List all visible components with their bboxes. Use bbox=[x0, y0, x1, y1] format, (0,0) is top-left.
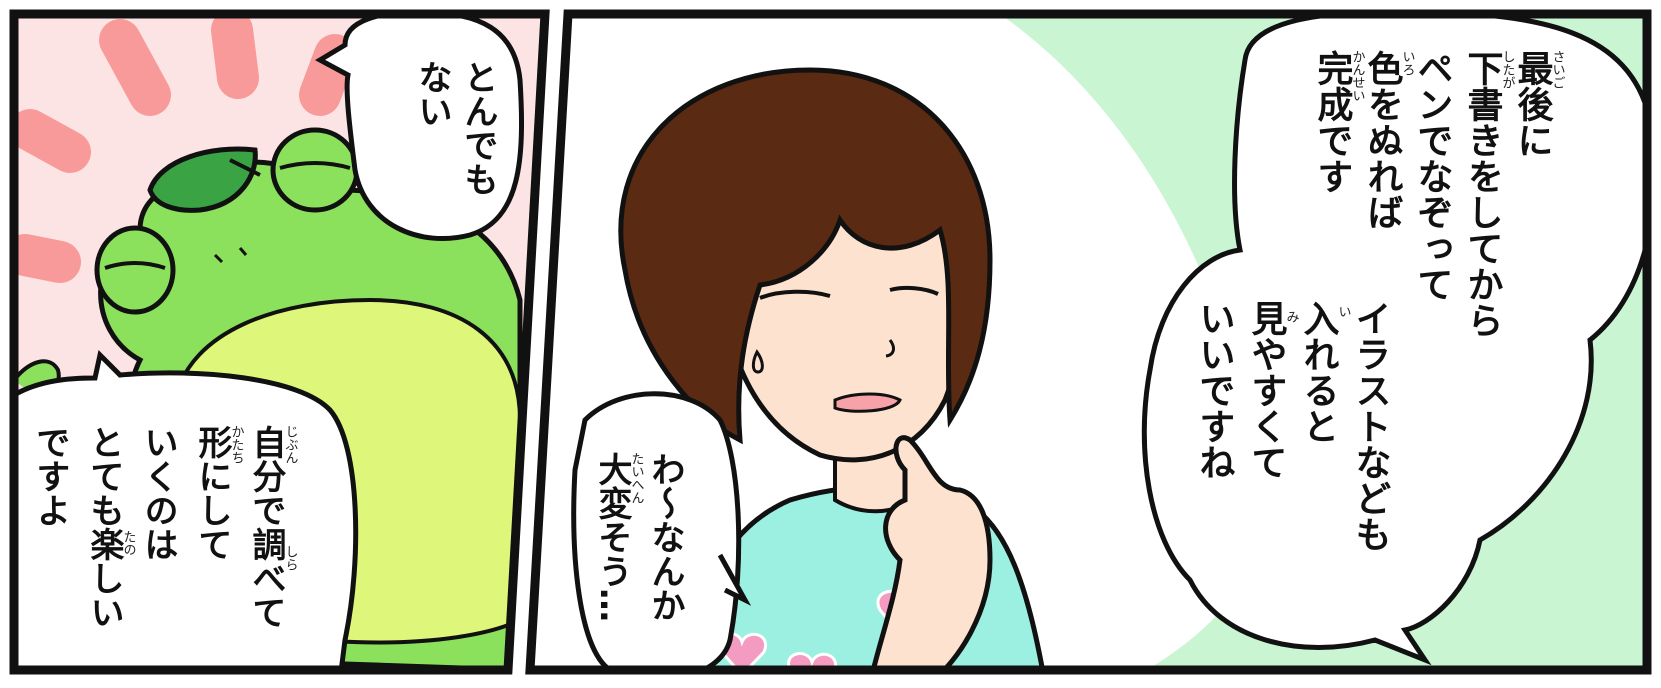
girl-hair bbox=[618, 67, 993, 445]
ruby-text: い bbox=[1336, 305, 1351, 318]
speech-text-line: いくのは bbox=[138, 425, 178, 561]
speech-text-line: ですよ bbox=[30, 425, 70, 527]
left-panel-border bbox=[9, 9, 550, 675]
ruby-text: じぶん bbox=[283, 425, 299, 464]
speech-bubble-bottom: 自分で調べて 形にして いくのは とても楽しい ですよ じぶん しら かたち た… bbox=[14, 349, 359, 670]
emphasis-burst bbox=[14, 14, 356, 283]
speech-text-line: 完成です bbox=[1312, 50, 1354, 194]
speech-text-line: 下書きをしてから bbox=[1462, 50, 1503, 338]
speech-text-line: とんでも bbox=[458, 60, 498, 196]
leaf-icon bbox=[147, 146, 258, 213]
speech-text-line: いいですね bbox=[1194, 300, 1235, 480]
speech-bubble-main-shape bbox=[1141, 14, 1647, 666]
girl-eye-right bbox=[889, 285, 939, 296]
speech-bubble-girl-shape bbox=[571, 391, 742, 670]
ruby-text: かたち bbox=[229, 425, 244, 464]
speech-text-line: 自分で調べて bbox=[246, 425, 286, 629]
speech-text-line: 最後に bbox=[1512, 50, 1554, 158]
frog-eyelid-left bbox=[104, 261, 166, 270]
right-panel-border bbox=[525, 9, 1652, 675]
speech-text-line: イラストなども bbox=[1350, 300, 1391, 552]
frog-eye-right bbox=[270, 127, 360, 213]
ruby-text: かんせい bbox=[1350, 50, 1366, 102]
speech-text-line: わ〜なんか bbox=[645, 452, 685, 622]
girl-eye-left bbox=[759, 289, 831, 300]
speech-bubble-girl-tail bbox=[717, 553, 752, 606]
ruby-text: さいご bbox=[1550, 50, 1565, 89]
speech-bubble-girl: わ〜なんか 大変そう… たいへん bbox=[571, 391, 752, 670]
speech-text-line: とても楽しい bbox=[84, 425, 124, 629]
frog-nostrils bbox=[213, 247, 248, 264]
right-panel: わ〜なんか 大変そう… たいへん 最後に 下書きをしてから ペンでなぞって 色を… bbox=[525, 9, 1652, 675]
speech-text-line: 形にして bbox=[192, 425, 232, 561]
girl-mouth bbox=[833, 392, 902, 413]
speech-bubble-top-shape bbox=[314, 14, 524, 241]
speech-text-line: 見やすくて bbox=[1246, 300, 1288, 480]
speech-text-line: ない bbox=[412, 60, 452, 128]
ruby-text: したが bbox=[1500, 50, 1516, 89]
speech-bubble-bottom-shape bbox=[14, 349, 359, 670]
sweat-drop-icon bbox=[751, 349, 764, 374]
speech-bubble-top: とんでも ない bbox=[314, 14, 524, 241]
ruby-text: しら bbox=[283, 545, 298, 571]
frog-eyelid-right bbox=[279, 161, 351, 170]
girl-nose bbox=[885, 339, 895, 358]
girl-character bbox=[618, 67, 1048, 670]
ruby-text: たの bbox=[121, 530, 136, 556]
speech-text-line: 入れると bbox=[1298, 300, 1340, 444]
speech-text-line: 色をぬれば bbox=[1362, 50, 1404, 230]
ruby-text: いろ bbox=[1400, 50, 1415, 76]
girl-hand bbox=[866, 435, 993, 670]
leaf-stem bbox=[229, 158, 261, 177]
left-panel: とんでも ない 自分で調べて 形にして いくのは とても楽しい ですよ じぶん … bbox=[9, 9, 550, 675]
ruby-text: み bbox=[1284, 310, 1299, 323]
ruby-text: たいへん bbox=[629, 452, 645, 504]
frog-eye-left bbox=[94, 225, 176, 315]
speech-text-line: 大変そう… bbox=[592, 452, 632, 622]
speech-bubble-main: 最後に 下書きをしてから ペンでなぞって 色をぬれば 完成です さいご したが … bbox=[1141, 14, 1647, 666]
speech-text-line: ペンでなぞって bbox=[1412, 50, 1453, 302]
